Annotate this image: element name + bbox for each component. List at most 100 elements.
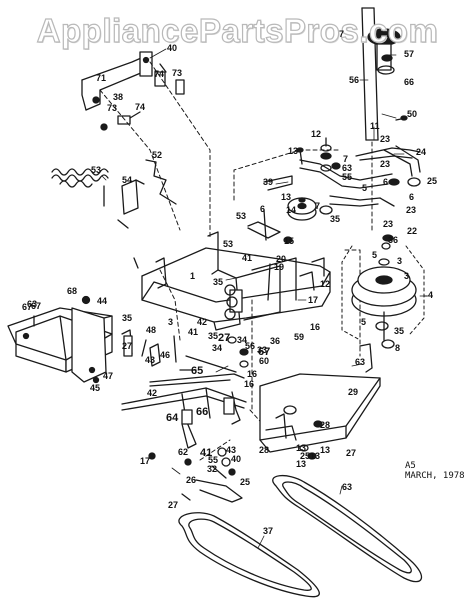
small-brackets bbox=[92, 329, 177, 384]
steering-shaft bbox=[361, 7, 401, 141]
callout-label: 67 bbox=[22, 302, 33, 312]
callout-label: 35 bbox=[394, 326, 405, 336]
callout-label: 56 bbox=[245, 341, 256, 351]
upper-bracket-assembly bbox=[81, 51, 185, 131]
callout-label: 68 bbox=[67, 286, 78, 296]
callout-label: 23 bbox=[383, 219, 394, 229]
callout-label: 26 bbox=[186, 475, 197, 485]
callout-label: 48 bbox=[146, 325, 157, 335]
callout-label: 13 bbox=[296, 459, 307, 469]
revision-date: MARCH, 1978 bbox=[405, 471, 465, 481]
callout-label: 23 bbox=[380, 134, 391, 144]
callout-label: 25 bbox=[300, 451, 311, 461]
callout-label: 13 bbox=[296, 443, 307, 453]
callout-label: 5 bbox=[362, 183, 368, 193]
callout-label: 74 bbox=[135, 102, 146, 112]
callout-label: 16 bbox=[247, 369, 258, 379]
callout-label: 43 bbox=[145, 355, 156, 365]
callout-label: 3 bbox=[404, 271, 410, 281]
callout-label: 54 bbox=[122, 175, 133, 185]
callout-label: 73 bbox=[172, 68, 183, 78]
drive-belt-60 bbox=[272, 475, 422, 583]
callout-label: 15 bbox=[284, 236, 295, 246]
callout-label: 53 bbox=[91, 165, 102, 175]
callout-label: 35 bbox=[213, 277, 224, 287]
callout-label: 7 bbox=[343, 154, 349, 164]
callout-label: 3 bbox=[168, 317, 174, 327]
callout-label: 45 bbox=[90, 383, 101, 393]
base-plate bbox=[259, 343, 381, 460]
callout-label: 67 bbox=[258, 346, 271, 358]
pivot-arms bbox=[263, 145, 421, 207]
callout-label: 55 bbox=[342, 172, 353, 182]
callout-label: 55 bbox=[208, 455, 219, 465]
callout-label: 56 bbox=[349, 75, 360, 85]
callout-label: 64 bbox=[166, 412, 179, 424]
drive-belt-37 bbox=[178, 512, 320, 598]
callout-label: 40 bbox=[167, 43, 178, 53]
bent-rod bbox=[145, 159, 177, 205]
callout-label: 27 bbox=[168, 500, 179, 510]
callout-label: 35 bbox=[330, 214, 341, 224]
callout-label: 40 bbox=[231, 454, 242, 464]
callout-label: 66 bbox=[404, 77, 415, 87]
callout-label: 20 bbox=[276, 254, 287, 264]
callout-label: 3 bbox=[397, 256, 403, 266]
callout-label: 13 bbox=[320, 445, 331, 455]
callout-label: 29 bbox=[348, 387, 359, 397]
lower-pulley bbox=[351, 234, 417, 349]
callout-label: 22 bbox=[407, 226, 418, 236]
callout-label: 41 bbox=[200, 447, 213, 459]
callout-label: 13 bbox=[281, 192, 292, 202]
callout-label: 16 bbox=[244, 379, 255, 389]
callout-label: 53 bbox=[223, 239, 234, 249]
callout-label: 34 bbox=[237, 335, 248, 345]
callout-label: 23 bbox=[380, 159, 391, 169]
callout-label: 27 bbox=[346, 448, 357, 458]
callout-label: 7 bbox=[315, 201, 321, 211]
callout-label: 42 bbox=[197, 317, 208, 327]
callout-label: 32 bbox=[207, 464, 218, 474]
callout-label: 47 bbox=[103, 371, 114, 381]
callout-label: 14 bbox=[286, 205, 297, 215]
callout-label: 39 bbox=[263, 177, 274, 187]
callout-label: 28 bbox=[259, 445, 270, 455]
callout-label: 12 bbox=[311, 129, 322, 139]
callout-label: 66 bbox=[196, 406, 209, 418]
callout-label: 5 bbox=[372, 250, 378, 260]
callout-label: 53 bbox=[236, 211, 247, 221]
callout-label: 19 bbox=[274, 262, 285, 272]
callout-label: 24 bbox=[416, 147, 427, 157]
callout-leaders bbox=[101, 48, 429, 549]
callout-label: 37 bbox=[263, 526, 274, 536]
callout-label: 35 bbox=[122, 313, 133, 323]
callout-label: 43 bbox=[226, 445, 237, 455]
callout-label: 36 bbox=[388, 235, 399, 245]
upper-pulley bbox=[247, 197, 333, 244]
lower-frame bbox=[121, 336, 249, 449]
callout-label: 13 bbox=[288, 146, 299, 156]
callout-label: 59 bbox=[294, 332, 305, 342]
callout-label: 35 bbox=[208, 331, 219, 341]
callout-label: 27 bbox=[122, 341, 133, 351]
callout-label: 60 bbox=[259, 356, 270, 366]
small-bracket bbox=[121, 179, 145, 215]
lower-linkage bbox=[148, 447, 243, 503]
callout-label: 44 bbox=[97, 296, 108, 306]
callout-label: 6 bbox=[383, 177, 389, 187]
callout-label: 25 bbox=[240, 477, 251, 487]
callout-label: 5 bbox=[361, 317, 367, 327]
callout-label: 42 bbox=[147, 388, 158, 398]
callout-label: 23 bbox=[406, 205, 417, 215]
callout-label: 17 bbox=[308, 295, 319, 305]
center-frame bbox=[141, 231, 331, 331]
callout-label: 4 bbox=[428, 290, 434, 300]
callout-label: 28 bbox=[320, 420, 331, 430]
callout-label: 62 bbox=[178, 447, 189, 457]
callout-label: 63 bbox=[342, 163, 353, 173]
callout-label: 33 bbox=[257, 345, 268, 355]
callout-label: 27 bbox=[218, 332, 231, 344]
callout-label: 41 bbox=[188, 327, 199, 337]
